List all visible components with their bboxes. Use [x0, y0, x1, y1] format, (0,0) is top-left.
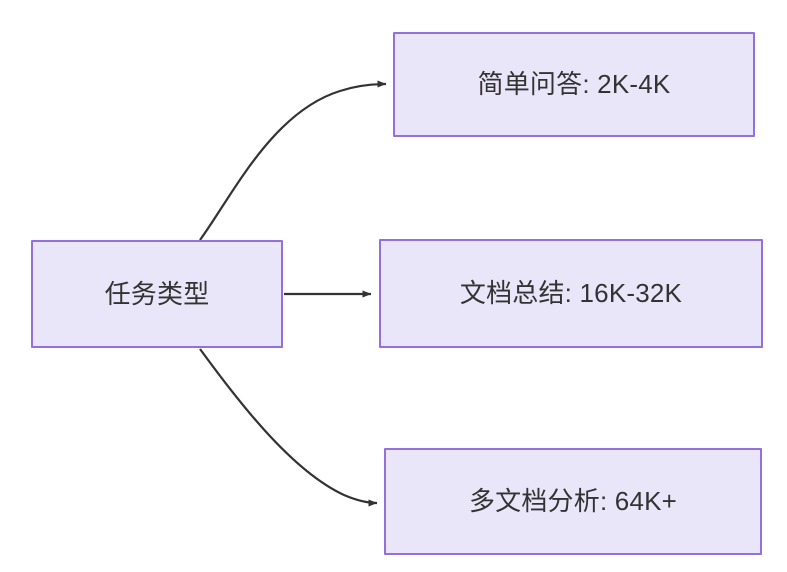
edge-root-simple-qa — [199, 80, 387, 241]
node-multi-doc[interactable]: 多文档分析: 64K+ — [384, 448, 762, 555]
node-task-type[interactable]: 任务类型 — [31, 240, 283, 348]
node-doc-summary[interactable]: 文档总结: 16K-32K — [379, 239, 763, 348]
node-simple-qa[interactable]: 简单问答: 2K-4K — [393, 32, 755, 137]
node-doc-summary-label: 文档总结: 16K-32K — [459, 278, 683, 309]
node-task-type-label: 任务类型 — [104, 278, 210, 309]
node-multi-doc-label: 多文档分析: 64K+ — [468, 486, 678, 517]
node-simple-qa-label: 简单问答: 2K-4K — [477, 69, 671, 100]
edge-root-multi-doc — [199, 348, 378, 507]
